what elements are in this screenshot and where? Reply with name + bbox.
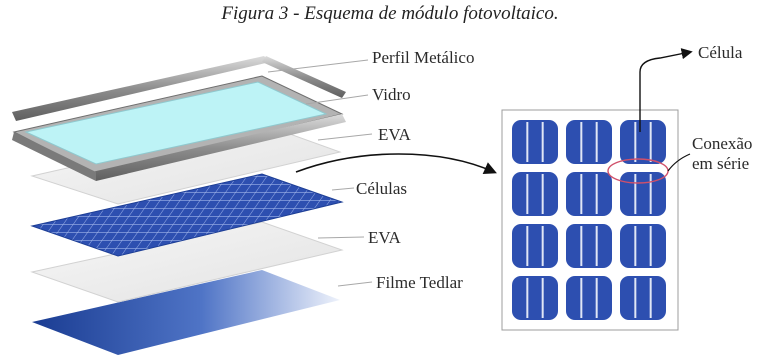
metal-profile-group: [12, 56, 346, 121]
cells-layer: [30, 173, 344, 257]
label-eva-bottom: EVA: [368, 228, 401, 247]
leader-eva-top: [317, 133, 373, 141]
solar-cell: [566, 120, 612, 164]
panel-cells: [512, 120, 666, 320]
tedlar-layer: [32, 270, 340, 355]
leader-celulas: [331, 187, 355, 191]
label-celulas: Células: [356, 179, 407, 198]
label-conexao-line2: em série: [692, 154, 749, 173]
label-conexao-line1: Conexão: [692, 134, 752, 153]
label-celula: Célula: [698, 43, 743, 62]
frame-rod-left: [12, 132, 96, 181]
label-vidro: Vidro: [372, 85, 411, 104]
solar-cell: [512, 276, 558, 320]
solar-cell: [620, 224, 666, 268]
solar-cell: [620, 172, 666, 216]
celula-pointer-arrow: [639, 48, 693, 132]
metal-profile-rod-right: [262, 56, 346, 98]
solar-cell: [512, 172, 558, 216]
figure-caption: Figura 3 - Esquema de módulo fotovoltaic…: [221, 3, 559, 24]
glass-frame-group: [12, 75, 346, 181]
leader-vidro: [305, 94, 369, 105]
conexao-pointer: [667, 153, 691, 172]
solar-cell: [512, 120, 558, 164]
glass-layer: [24, 81, 328, 165]
solar-cell: [512, 224, 558, 268]
leader-tedlar: [337, 281, 373, 287]
solar-cell: [620, 120, 666, 164]
solar-cell: [566, 224, 612, 268]
leader-perfil: [267, 59, 369, 73]
label-eva-top: EVA: [378, 125, 411, 144]
label-filme-tedlar: Filme Tedlar: [376, 273, 463, 292]
solar-cell: [566, 172, 612, 216]
label-perfil-metalico: Perfil Metálico: [372, 48, 474, 67]
leader-eva-bottom: [317, 236, 365, 239]
solar-cell: [620, 276, 666, 320]
layer-leader-lines: [267, 59, 373, 287]
solar-cell: [566, 276, 612, 320]
cells-to-panel-arrow: [295, 153, 497, 174]
metal-profile-rod-front: [12, 56, 270, 121]
frame-rod-bottom: [92, 114, 346, 181]
